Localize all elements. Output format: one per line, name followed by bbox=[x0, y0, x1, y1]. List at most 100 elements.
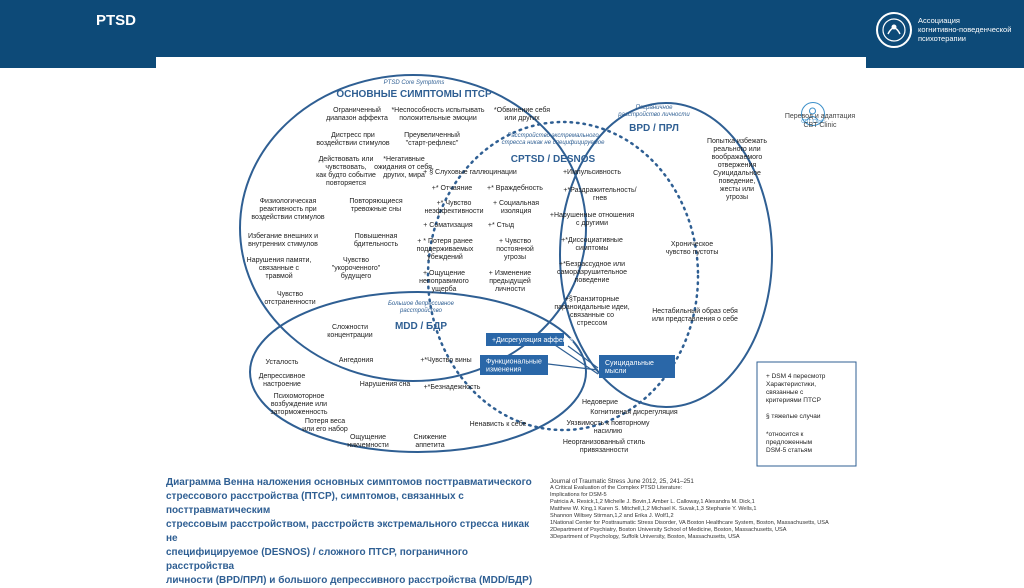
org-line: когнитивно-поведенческой bbox=[918, 25, 1012, 34]
cbt-clinic-logo-icon bbox=[801, 102, 825, 126]
desnos-symptom: + § Слуховые галлюцинации bbox=[423, 169, 517, 176]
reference-line: Shannon Wiltsey Stirman,1,2 and Erika J.… bbox=[550, 513, 674, 519]
reference-line: A Critical Evaluation of the Complex PTS… bbox=[550, 485, 683, 491]
arrow-line-functional bbox=[547, 363, 599, 371]
desnos-symptom: + Соматизация bbox=[423, 222, 473, 229]
suicidal-thoughts-box bbox=[599, 355, 675, 378]
functional-changes-box bbox=[480, 355, 548, 375]
desnos-symptom: +* Отчаяние bbox=[432, 185, 473, 192]
mdd-title: MDD / БДР bbox=[395, 321, 447, 332]
translation-credit: Перевод и адаптация CBT Clinic bbox=[775, 112, 865, 130]
mdd-circle bbox=[249, 291, 587, 453]
slide-title: PTSD bbox=[96, 12, 137, 29]
reference-line: Matthew W. King,1 Karen S. Mitchell,1,2 … bbox=[550, 506, 757, 512]
ptsd-symptom: Преувеличенный"старт-рефлекс" bbox=[404, 131, 460, 147]
reference-line: 2Department of Psychiatry, Boston Univer… bbox=[550, 527, 787, 533]
reference-line: 3Department of Psychology, Suffolk Unive… bbox=[550, 534, 740, 540]
mdd-symptom: Ненависть к себе bbox=[470, 420, 527, 428]
desnos-symptom: +* Враждебность bbox=[487, 184, 543, 192]
caption-line: стрессового расстройства (ПТСР), симптом… bbox=[166, 491, 464, 516]
mdd-symptom: Ангедония bbox=[339, 357, 373, 364]
reference-line: Patricia A. Resick,1,2 Michelle J. Bovin… bbox=[550, 499, 755, 505]
mdd-symptom: +*Безнадежность bbox=[424, 384, 481, 391]
caption-line: Диаграмма Венна наложения основных симпт… bbox=[166, 477, 532, 488]
bpd-symptom: Когнитивная дисрегуляция bbox=[590, 409, 678, 416]
reference-line: Journal of Traumatic Stress June 2012, 2… bbox=[550, 478, 694, 485]
desnos-title: CPTSD / DESNOS bbox=[511, 154, 596, 165]
translation-line: Перевод и адаптация bbox=[784, 113, 856, 120]
mdd-symptom: Усталость bbox=[266, 359, 299, 366]
desnos-symptom: +*Раздражительность/гнев bbox=[563, 187, 636, 202]
bpd-title: BPD / ПРЛ bbox=[629, 123, 679, 134]
legend-item: § тяжелые случаи bbox=[766, 413, 821, 420]
affect-dysregulation-label: +Дисрегуляция аффекта bbox=[492, 337, 573, 344]
desnos-symptom: +Импульсивность bbox=[563, 169, 621, 176]
cbt-clinic-label: CBT Clinic bbox=[801, 119, 825, 125]
legend-box bbox=[756, 361, 857, 467]
translation-line: CBT Clinic bbox=[803, 122, 837, 129]
reference-line: Implications for DSM-5 bbox=[550, 492, 607, 498]
arrow-line-suicidal bbox=[567, 345, 599, 369]
diagram-caption: Диаграмма Венна наложения основных симпт… bbox=[166, 476, 536, 588]
caption-line: стрессовым расстройством, расстройств эк… bbox=[166, 519, 530, 544]
desnos-circle bbox=[426, 120, 700, 432]
slide-content bbox=[156, 57, 866, 574]
org-line: Ассоциация bbox=[918, 16, 960, 25]
mdd-symptom: +*Чувство вины bbox=[420, 357, 471, 364]
reference-block: Journal of Traumatic Stress June 2012, 2… bbox=[550, 478, 860, 541]
association-name: Ассоциация когнитивно-поведенческой псих… bbox=[918, 16, 1018, 43]
affect-dysregulation-box bbox=[486, 333, 564, 346]
bpd-circle bbox=[559, 102, 773, 408]
ptsd-subtitle: PTSD Core Symptoms bbox=[384, 80, 445, 86]
header-bar: PTSD Ассоциация когнитивно-поведенческой… bbox=[0, 0, 1024, 68]
caption-line: личности (BPD/ПРЛ) и большого депрессивн… bbox=[166, 575, 533, 586]
ptsd-title: ОСНОВНЫЕ СИМПТОМЫ ПТСР bbox=[336, 89, 492, 100]
caption-line: специфицируемое (DESNOS) / сложного ПТСР… bbox=[166, 547, 468, 572]
ptsd-circle bbox=[239, 74, 587, 382]
org-line: психотерапии bbox=[918, 34, 966, 43]
mdd-symptom: Нарушения сна bbox=[360, 381, 411, 388]
ptsd-symptom: Чувство"укороченного"будущего bbox=[332, 257, 381, 280]
reference-line: 1National Center for Posttraumatic Stres… bbox=[550, 520, 829, 526]
